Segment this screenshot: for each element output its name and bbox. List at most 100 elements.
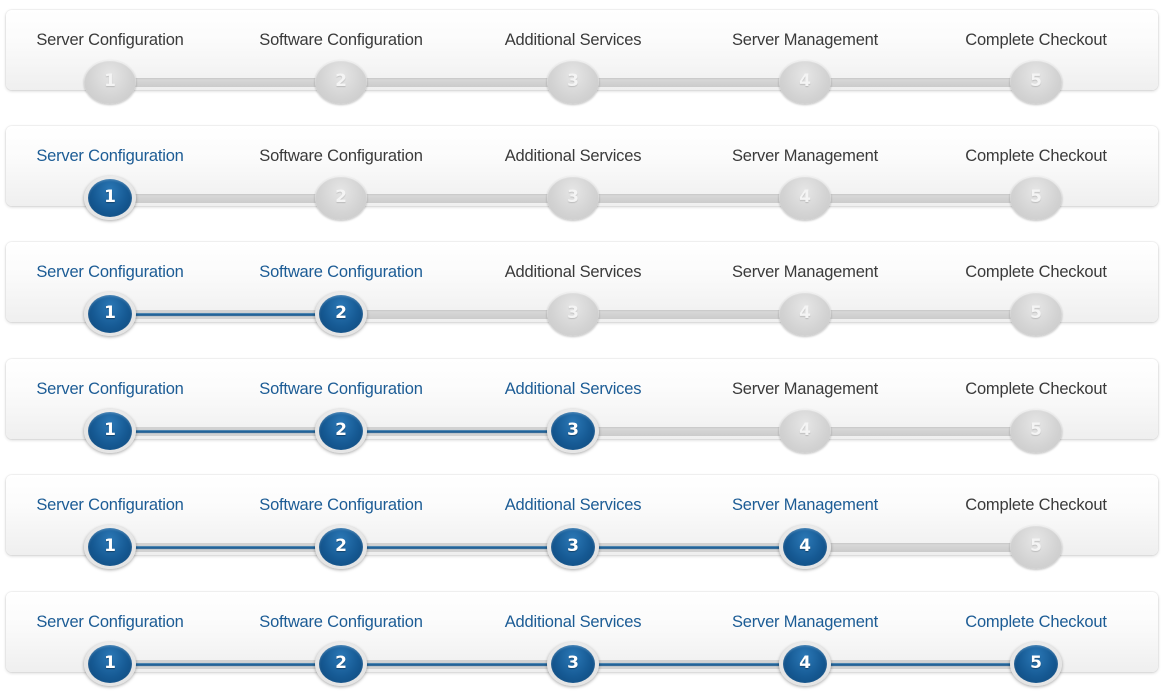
step-circle[interactable]: 3 xyxy=(547,409,599,453)
progress-wizard: Server Configuration 1 Software Configurat… xyxy=(6,126,1158,220)
step-label[interactable]: Server Configuration xyxy=(36,380,184,398)
step-number: 3 xyxy=(567,536,579,556)
step-circle[interactable]: 3 xyxy=(547,176,599,220)
step-circle[interactable]: 1 xyxy=(84,292,136,336)
step-number: 5 xyxy=(1030,303,1042,323)
step-label[interactable]: Additional Services xyxy=(504,31,642,49)
step-number: 4 xyxy=(799,536,811,556)
step-circle[interactable]: 5 xyxy=(1010,292,1062,336)
step-number: 1 xyxy=(104,653,116,673)
step-number: 3 xyxy=(567,420,579,440)
step-label[interactable]: Server Configuration xyxy=(36,496,184,514)
step-label[interactable]: Server Configuration xyxy=(36,31,184,49)
step-number: 2 xyxy=(335,303,347,323)
step-circle[interactable]: 3 xyxy=(547,525,599,569)
step-circle[interactable]: 1 xyxy=(84,525,136,569)
step-circle[interactable]: 4 xyxy=(779,409,831,453)
step-label[interactable]: Server Management xyxy=(731,380,879,398)
step-label[interactable]: Server Management xyxy=(731,263,879,281)
step-number: 5 xyxy=(1030,187,1042,207)
step-label[interactable]: Complete Checkout xyxy=(965,380,1107,398)
step-circle[interactable]: 1 xyxy=(84,409,136,453)
step-label[interactable]: Software Configuration xyxy=(259,263,423,281)
progress-segment-complete xyxy=(341,543,573,552)
step-circle[interactable]: 4 xyxy=(779,176,831,220)
step-number: 5 xyxy=(1030,71,1042,91)
step-label[interactable]: Additional Services xyxy=(504,263,642,281)
step-number: 2 xyxy=(335,653,347,673)
step-circle[interactable]: 4 xyxy=(779,642,831,686)
step-circle[interactable]: 5 xyxy=(1010,409,1062,453)
step-number: 3 xyxy=(567,653,579,673)
step-label[interactable]: Software Configuration xyxy=(259,31,423,49)
step-label[interactable]: Complete Checkout xyxy=(965,147,1107,165)
step-number: 2 xyxy=(335,536,347,556)
step-label[interactable]: Software Configuration xyxy=(259,147,423,165)
step-label[interactable]: Server Management xyxy=(731,496,879,514)
progress-wizard: Server Configuration 1 Software Configurat… xyxy=(6,475,1158,569)
progress-segment-complete xyxy=(341,660,573,669)
step-number: 2 xyxy=(335,420,347,440)
step-label[interactable]: Server Configuration xyxy=(36,613,184,631)
step-circle[interactable]: 3 xyxy=(547,60,599,104)
step-circle[interactable]: 1 xyxy=(84,176,136,220)
step-number: 4 xyxy=(799,71,811,91)
step-circle[interactable]: 2 xyxy=(315,642,367,686)
step-label[interactable]: Software Configuration xyxy=(259,380,423,398)
step-circle[interactable]: 1 xyxy=(84,642,136,686)
step-number: 1 xyxy=(104,71,116,91)
step-circle[interactable]: 5 xyxy=(1010,60,1062,104)
progress-segment-complete xyxy=(110,310,341,319)
step-number: 3 xyxy=(567,303,579,323)
step-number: 1 xyxy=(104,303,116,323)
step-label[interactable]: Server Management xyxy=(731,147,879,165)
step-number: 1 xyxy=(104,536,116,556)
step-circle[interactable]: 3 xyxy=(547,292,599,336)
progress-wizard: Server Configuration 1 Software Configurat… xyxy=(6,10,1158,104)
progress-wizard: Server Configuration 1 Software Configurat… xyxy=(6,359,1158,453)
step-number: 5 xyxy=(1030,536,1042,556)
step-circle[interactable]: 2 xyxy=(315,176,367,220)
step-circle[interactable]: 2 xyxy=(315,60,367,104)
step-number: 1 xyxy=(104,420,116,440)
progress-segment-complete xyxy=(805,660,1036,669)
step-number: 3 xyxy=(567,187,579,207)
step-circle[interactable]: 1 xyxy=(84,60,136,104)
step-label[interactable]: Software Configuration xyxy=(259,613,423,631)
step-number: 4 xyxy=(799,420,811,440)
step-label[interactable]: Server Management xyxy=(731,613,879,631)
step-label[interactable]: Additional Services xyxy=(504,147,642,165)
progress-segment-complete xyxy=(110,543,341,552)
progress-wizard: Server Configuration 1 Software Configurat… xyxy=(6,592,1158,686)
step-circle[interactable]: 5 xyxy=(1010,642,1062,686)
step-circle[interactable]: 4 xyxy=(779,292,831,336)
step-circle[interactable]: 5 xyxy=(1010,176,1062,220)
progress-wizard: Server Configuration 1 Software Configurat… xyxy=(6,242,1158,336)
step-label[interactable]: Additional Services xyxy=(504,613,642,631)
step-label[interactable]: Additional Services xyxy=(504,496,642,514)
step-label[interactable]: Server Configuration xyxy=(36,263,184,281)
step-number: 4 xyxy=(799,653,811,673)
step-circle[interactable]: 2 xyxy=(315,409,367,453)
step-number: 2 xyxy=(335,71,347,91)
progress-segment-complete xyxy=(110,660,341,669)
step-number: 4 xyxy=(799,187,811,207)
progress-segment-complete xyxy=(573,543,805,552)
step-circle[interactable]: 2 xyxy=(315,292,367,336)
step-circle[interactable]: 2 xyxy=(315,525,367,569)
step-label[interactable]: Server Configuration xyxy=(36,147,184,165)
step-label[interactable]: Complete Checkout xyxy=(965,31,1107,49)
step-label[interactable]: Complete Checkout xyxy=(965,263,1107,281)
step-circle[interactable]: 3 xyxy=(547,642,599,686)
step-circle[interactable]: 5 xyxy=(1010,525,1062,569)
step-label[interactable]: Complete Checkout xyxy=(965,613,1107,631)
step-number: 2 xyxy=(335,187,347,207)
step-label[interactable]: Additional Services xyxy=(504,380,642,398)
step-label[interactable]: Complete Checkout xyxy=(965,496,1107,514)
progress-segment-complete xyxy=(573,660,805,669)
step-circle[interactable]: 4 xyxy=(779,60,831,104)
step-number: 5 xyxy=(1030,420,1042,440)
step-label[interactable]: Software Configuration xyxy=(259,496,423,514)
step-label[interactable]: Server Management xyxy=(731,31,879,49)
step-circle[interactable]: 4 xyxy=(779,525,831,569)
